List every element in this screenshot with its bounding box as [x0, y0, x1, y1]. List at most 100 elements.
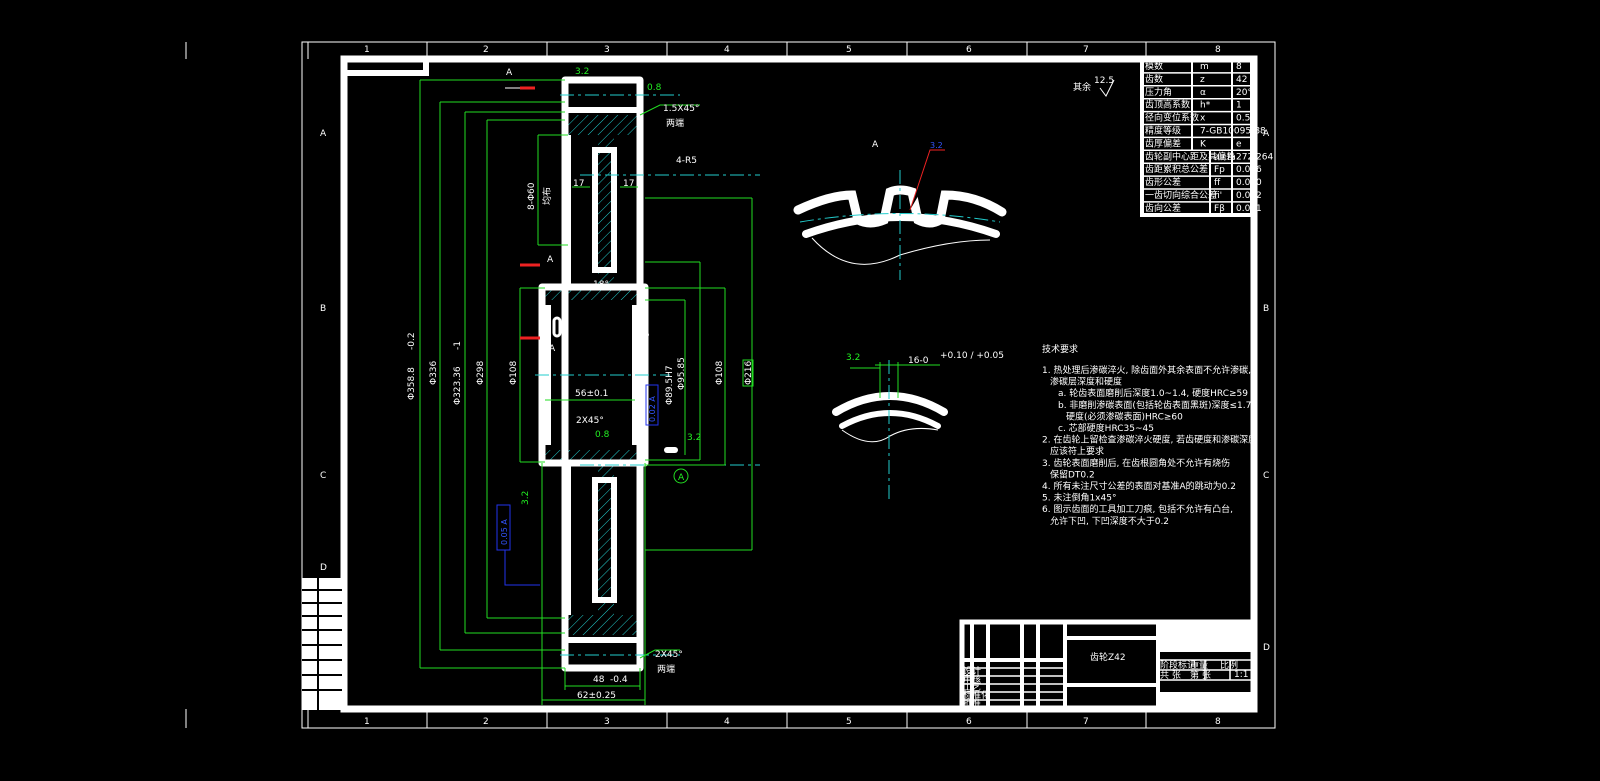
zone-col-label: 8 — [1215, 717, 1221, 727]
requirement-line: 4. 所有未注尺寸公差的表面对基准A的跳动为0.2 — [1042, 480, 1236, 492]
datum-a-circle — [673, 468, 689, 484]
corner-tab — [341, 56, 429, 76]
zone-row-label: C — [1263, 471, 1269, 481]
param-value: 20° — [1236, 88, 1252, 98]
param-value: 272.264 — [1236, 152, 1273, 162]
dim-48-tol: -0.4 — [610, 675, 628, 685]
zone-row-label: D — [1263, 643, 1270, 653]
zone-col-label: 4 — [724, 45, 730, 55]
param-symbol: x — [1200, 114, 1206, 124]
roughness-note-label: 其余 — [1073, 81, 1091, 93]
param-value: 0.011 — [1236, 204, 1262, 214]
rim-hatch-bot — [568, 615, 640, 635]
zone-row-label: B — [320, 304, 326, 314]
dim-r5: 4-R5 — [676, 156, 697, 166]
requirement-line: 1. 热处理后渗碳淬火, 除齿面外其余表面不允许渗碳, — [1042, 364, 1251, 376]
zone-col-label: 7 — [1083, 717, 1089, 727]
detail-keyway-view: 3.2 16-0 +0.10 / +0.05 — [832, 351, 1004, 500]
part-name: 齿轮Z42 — [1090, 651, 1126, 663]
zone-col-label: 1 — [364, 45, 370, 55]
param-symbol: Fp — [1214, 165, 1225, 175]
tol-frame-1: 0.02 A — [648, 396, 657, 422]
requirement-line: 2. 在齿轮上留检查渗碳淬火硬度, 若齿硬度和渗碳深度 — [1042, 434, 1257, 446]
zone-col-label: 2 — [483, 717, 489, 727]
zone-row-label: A — [1263, 129, 1270, 139]
ra-top: 3.2 — [575, 67, 589, 77]
dim-ch3: 2X45° — [655, 650, 683, 660]
param-name: 齿距累积总公差 — [1145, 163, 1208, 175]
param-name: 齿向公差 — [1145, 202, 1181, 214]
title-block-label: 共 张 — [1160, 670, 1181, 681]
roughness-note-value: 12.5 — [1094, 76, 1114, 86]
dim-d358-tol: -0.2 — [407, 332, 417, 350]
rim-hatch-top — [568, 115, 640, 135]
param-value: 0.036 — [1236, 165, 1262, 175]
dim-62: 62±0.25 — [577, 691, 616, 701]
detail-view-a: A 3.2 — [793, 140, 1007, 280]
title-block-label: 审核 — [963, 673, 981, 685]
detail-keyway: 16-0 — [908, 356, 929, 366]
param-symbol: z — [1200, 75, 1205, 85]
gear-parameter-table: 模数m8齿数z42压力角α20°齿顶高系数h*1径向变位系数x0.51精度等级7… — [1140, 58, 1273, 217]
section-label-top: A — [506, 68, 513, 78]
param-name: 精度等级 — [1145, 125, 1181, 137]
requirement-line: 3. 齿轮表面磨削后, 在齿根圆角处不允许有烧伤 — [1042, 457, 1230, 469]
dim-d89: Φ89.5H7 — [665, 365, 675, 405]
param-value: 0.032 — [1236, 191, 1262, 201]
detail-keyway-tol: +0.10 / +0.05 — [940, 351, 1004, 361]
zone-col-label: 1 — [364, 717, 370, 727]
ra-rim: 0.8 — [647, 83, 662, 93]
dim-d323-tol: -1 — [453, 341, 463, 350]
title-block-label: 批准 — [963, 697, 981, 709]
web-hatch-top — [598, 135, 614, 285]
zone-col-label: 8 — [1215, 45, 1221, 55]
param-value: 8 — [1236, 62, 1242, 72]
web-hatch-bot — [598, 465, 614, 615]
zone-col-label: 3 — [604, 717, 610, 727]
requirements-title: 技术要求 — [1042, 343, 1078, 355]
zone-col-label: 2 — [483, 45, 489, 55]
param-name: 齿数 — [1145, 73, 1163, 85]
dim-d95: Φ95.85 — [677, 357, 687, 390]
key-dim: 16 — [638, 330, 650, 340]
param-value: 0.090 — [1236, 178, 1262, 188]
dim-d216: Φ216 — [744, 360, 754, 385]
dim-angle: 18° — [593, 280, 609, 290]
requirement-line: 保留DT0.2 — [1050, 468, 1095, 480]
scale: 1:1 — [1234, 670, 1248, 680]
param-symbol: fi' — [1214, 191, 1222, 201]
ra-side: 3.2 — [521, 491, 531, 505]
dimension-lines — [419, 79, 754, 705]
param-value: 0.51 — [1236, 114, 1256, 124]
param-symbol: Fβ — [1214, 204, 1225, 214]
technical-requirements: 技术要求 1. 热处理后渗碳淬火, 除齿面外其余表面不允许渗碳,渗碳层深度和硬度… — [1042, 343, 1257, 527]
dimension-texts: Φ358.8 -0.2 Φ336 Φ323.36 -1 Φ298 Φ108 Φ8… — [407, 67, 754, 701]
tol-frame-2: 0.05 A — [500, 519, 509, 545]
ra-bore: 0.8 — [595, 430, 610, 440]
zone-col-label: 3 — [604, 45, 610, 55]
zone-col-label: 5 — [846, 717, 852, 727]
section-label-bore: A — [549, 344, 556, 354]
zone-col-label: 7 — [1083, 45, 1089, 55]
zone-row-label: A — [320, 129, 327, 139]
requirement-line: c. 芯部硬度HRC35~45 — [1058, 422, 1154, 434]
dim-ch1: 1.5X45° — [663, 104, 699, 114]
param-value: 42 — [1236, 75, 1247, 85]
zone-col-label: 5 — [846, 45, 852, 55]
requirement-line: 5. 未注倒角1x45° — [1042, 492, 1116, 504]
requirement-line: 硬度(必须渗碳表面)HRC≥60 — [1066, 410, 1183, 422]
dim-d336: Φ336 — [429, 360, 439, 385]
title-block-label: 重量 — [1190, 659, 1208, 671]
key-mark — [664, 447, 678, 453]
title-block-label: 工艺 — [963, 682, 981, 693]
requirement-line: 渗碳层深度和硬度 — [1050, 376, 1122, 388]
dim-48: 48 — [593, 675, 605, 685]
dim-d323: Φ323.36 — [453, 366, 463, 405]
revision-column — [302, 578, 342, 710]
dim-17b: 17 — [623, 179, 634, 189]
detail-ra: 3.2 — [930, 141, 943, 150]
title-block-label: 比例 — [1220, 659, 1238, 671]
param-name: 径向变位系数 — [1145, 112, 1199, 124]
title-block-label: 第 张 — [1190, 669, 1211, 681]
